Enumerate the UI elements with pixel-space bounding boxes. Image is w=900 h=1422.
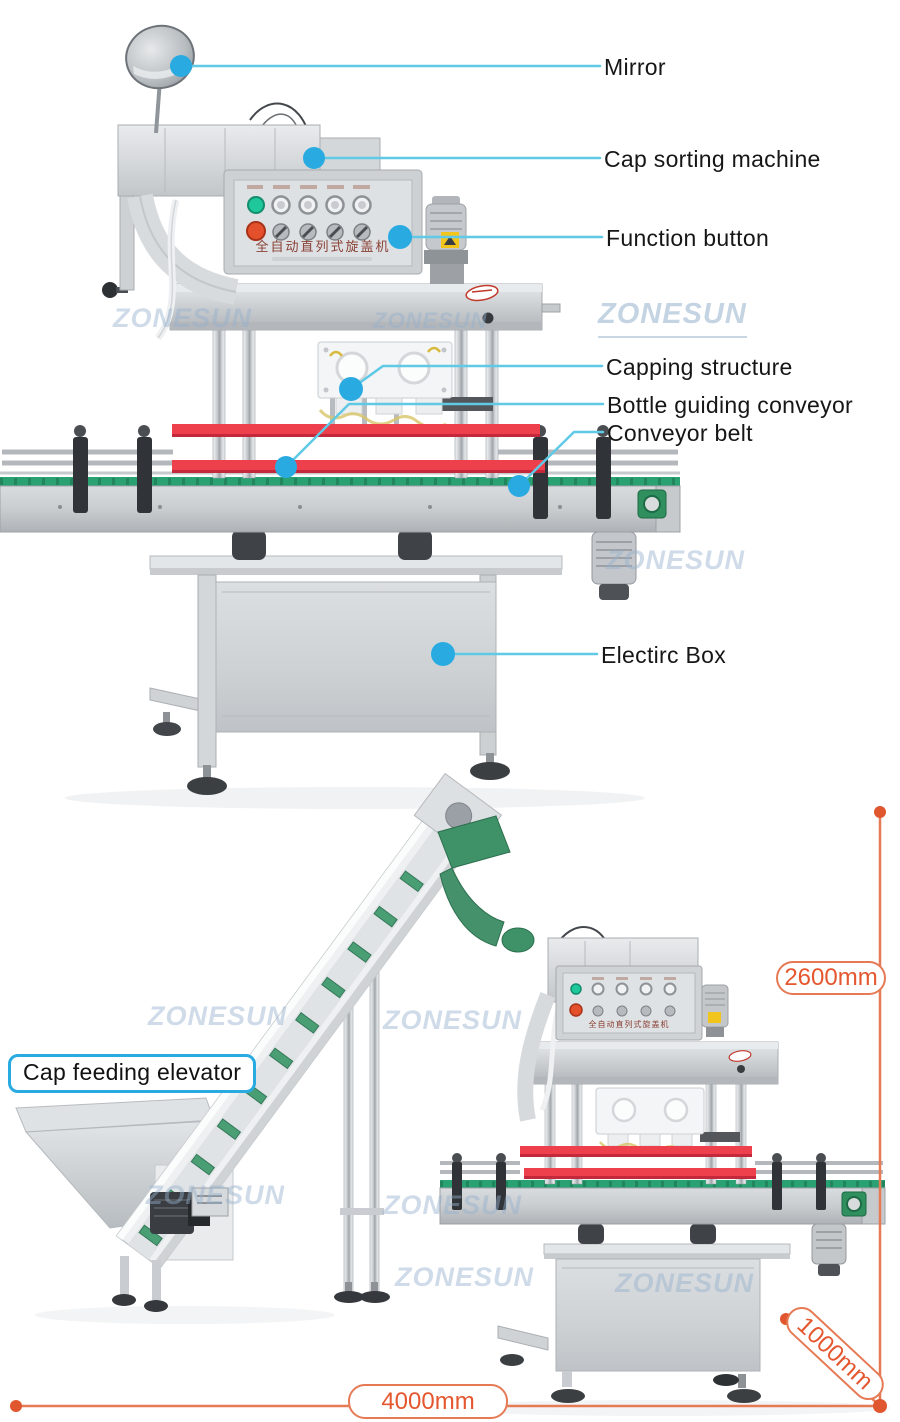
annotation-label-function-button: Function button bbox=[606, 225, 770, 251]
panel-knobs bbox=[272, 223, 371, 241]
bottle-guiding-rails bbox=[172, 424, 545, 473]
annotation-dot-cap-sorting bbox=[303, 147, 325, 169]
annotation-dot-mirror bbox=[170, 55, 192, 77]
elevator-chute bbox=[437, 815, 511, 947]
green-start-button bbox=[247, 196, 265, 214]
annotation-dot-capping-structure bbox=[339, 377, 363, 401]
cap-feeding-elevator bbox=[115, 772, 503, 1269]
leader-line-capping-structure bbox=[349, 364, 604, 391]
mini-capping-machine: 全自动直列式旋盖机 bbox=[439, 926, 886, 1403]
panel-title: 全自动直列式旋盖机 bbox=[255, 239, 390, 254]
annotation-label-electric-box: Electirc Box bbox=[601, 642, 727, 668]
annotation-label-mirror: Mirror bbox=[604, 54, 666, 80]
red-stop-button bbox=[246, 221, 266, 241]
leader-line-conveyor-belt bbox=[517, 430, 605, 488]
panel-motor bbox=[424, 196, 468, 284]
capping-machine-perspective-view: 全自动直列式旋盖机 bbox=[15, 772, 890, 1416]
dimension-4000mm: 4000mm bbox=[348, 1384, 508, 1419]
annotation-label-conveyor-belt: Conveyor belt bbox=[607, 420, 753, 446]
dimension-dot bbox=[874, 806, 886, 818]
annotation-dot-function-button bbox=[388, 225, 412, 249]
conveyor bbox=[0, 425, 681, 533]
dimension-2600mm: 2600mm bbox=[776, 961, 886, 995]
cap-feeding-elevator-label: Cap feeding elevator bbox=[8, 1054, 257, 1093]
annotation-dot-conveyor-belt bbox=[508, 475, 530, 497]
dimension-dot bbox=[10, 1400, 22, 1412]
annotation-label-bottle-guiding-conveyor: Bottle guiding conveyor bbox=[607, 392, 853, 418]
leader-line-bottle-guiding bbox=[284, 402, 605, 469]
annotation-dot-bottle-guiding bbox=[275, 456, 297, 478]
annotation-label-capping-structure: Capping structure bbox=[606, 354, 793, 380]
annotation-dot-electric-box bbox=[431, 642, 455, 666]
dimension-dot bbox=[873, 1399, 887, 1413]
mini-panel-title: 全自动直列式旋盖机 bbox=[589, 1019, 670, 1029]
panel-buttons bbox=[271, 195, 372, 215]
annotation-label-cap-sorting-machine: Cap sorting machine bbox=[604, 146, 821, 172]
control-panel: 全自动直列式旋盖机 bbox=[223, 169, 423, 275]
